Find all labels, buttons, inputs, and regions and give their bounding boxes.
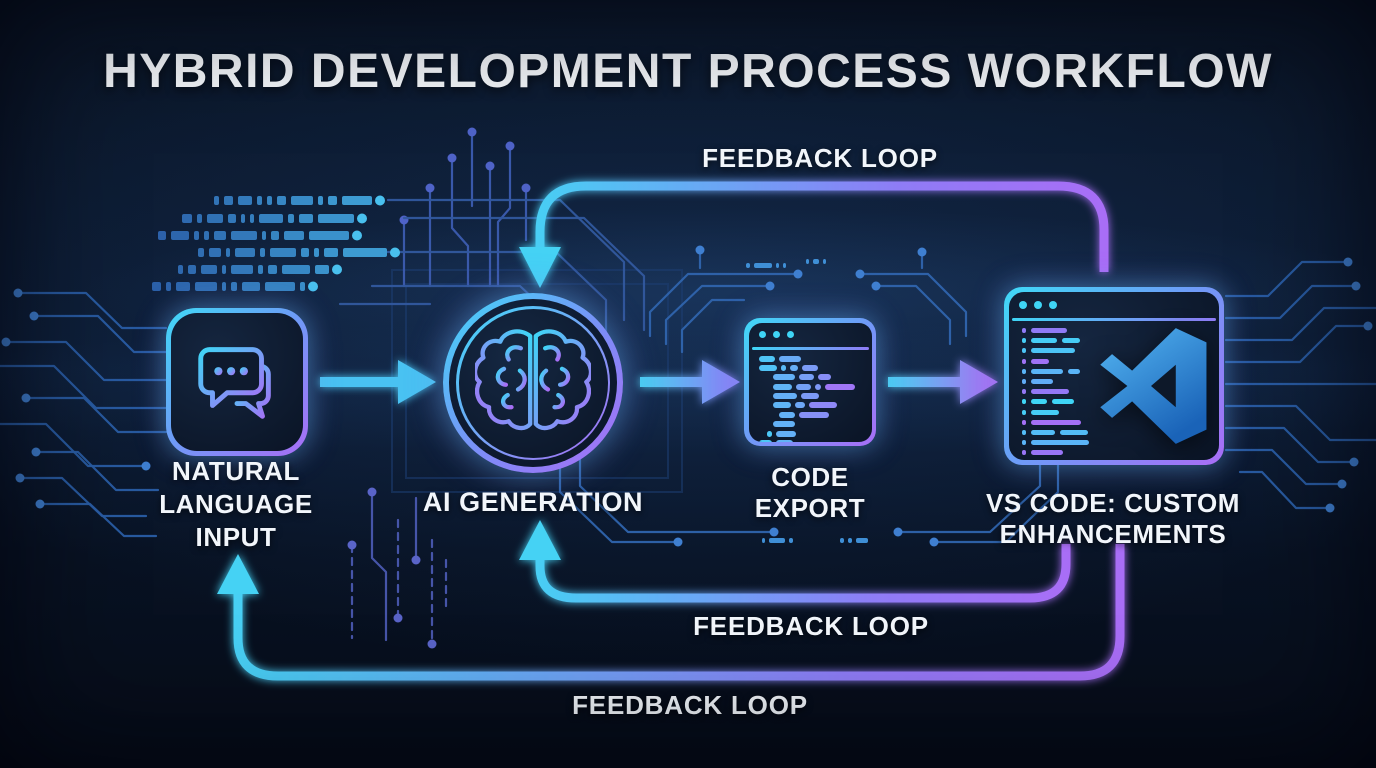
left-circuit-traces — [0, 288, 168, 538]
node-natural-language-input — [166, 308, 308, 456]
code-lines — [1022, 328, 1118, 460]
window-dot-icon — [786, 331, 794, 338]
right-circuit-traces — [1224, 257, 1376, 513]
arrow-up-icon — [217, 554, 259, 594]
label-code-export: CODE EXPORT — [754, 462, 866, 523]
brain-icon — [472, 323, 594, 444]
window-dot-icon — [1034, 301, 1042, 309]
feedback-loop-top-path — [519, 181, 1109, 288]
code-line — [758, 440, 869, 442]
code-line — [759, 374, 869, 381]
window-separator — [1012, 318, 1216, 321]
code-line — [1022, 368, 1118, 374]
circuit-frame-around-code-window — [558, 245, 1060, 547]
arrow-up-icon — [519, 520, 561, 560]
code-line — [758, 355, 869, 362]
code-lines — [758, 355, 869, 442]
flow-arrow-ai-to-code — [640, 360, 740, 404]
window-dot-icon — [1019, 301, 1027, 309]
node-ai-generation — [443, 293, 623, 473]
feedback-loop-bottom-label: FEEDBACK LOOP — [572, 690, 808, 720]
flow-arrow-code-to-vscode — [888, 360, 998, 404]
data-bit-rows — [152, 195, 400, 292]
code-line — [1022, 328, 1118, 333]
window-titlebar — [1009, 292, 1219, 318]
chat-bubbles-icon — [188, 331, 286, 434]
feedback-loop-middle-path — [519, 520, 1071, 603]
code-line — [1022, 409, 1118, 415]
small-dash-clusters — [746, 259, 868, 543]
code-line — [759, 402, 869, 409]
window-dot-icon — [1049, 301, 1057, 309]
code-line — [758, 364, 869, 371]
window-dot-icon — [758, 331, 766, 338]
node-vscode — [1004, 287, 1224, 465]
window-titlebar — [749, 323, 872, 347]
code-line — [1022, 429, 1118, 435]
arrow-down-icon — [519, 247, 561, 288]
code-line — [1022, 338, 1118, 344]
feedback-loop-top-label: FEEDBACK LOOP — [702, 143, 938, 173]
code-line — [759, 383, 869, 390]
code-line — [1022, 348, 1118, 354]
window-dot-icon — [772, 331, 780, 338]
code-line — [1022, 399, 1118, 405]
code-line — [759, 430, 869, 437]
window-separator — [751, 346, 869, 350]
code-line — [759, 411, 869, 418]
circuit-traces-above-brain — [399, 127, 531, 288]
circuit-traces-below-brain — [347, 487, 448, 649]
arrow-right-icon — [702, 360, 740, 404]
label-vscode: VS CODE: CUSTOM ENHANCEMENTS — [985, 488, 1241, 549]
feedback-loop-middle-label: FEEDBACK LOOP — [693, 611, 929, 641]
code-line — [1022, 419, 1118, 425]
code-line — [759, 393, 869, 400]
flow-arrow-input-to-ai — [320, 360, 436, 404]
label-natural-language-input: NATURAL LANGUAGE INPUT — [159, 456, 313, 552]
arrow-right-icon — [398, 360, 436, 404]
code-line — [1022, 450, 1118, 456]
vscode-logo-icon — [1092, 327, 1210, 445]
code-line — [1022, 378, 1118, 384]
arrow-right-icon — [960, 360, 998, 404]
node-code-export — [744, 318, 876, 446]
feedback-loop-bottom-path — [217, 544, 1125, 681]
page-title: HYBRID DEVELOPMENT PROCESS WORKFLOW — [103, 45, 1273, 98]
code-line — [1022, 358, 1118, 364]
code-line — [1022, 389, 1118, 395]
code-line — [1022, 440, 1118, 446]
label-ai-generation: AI GENERATION — [422, 487, 644, 517]
code-line — [759, 421, 869, 428]
